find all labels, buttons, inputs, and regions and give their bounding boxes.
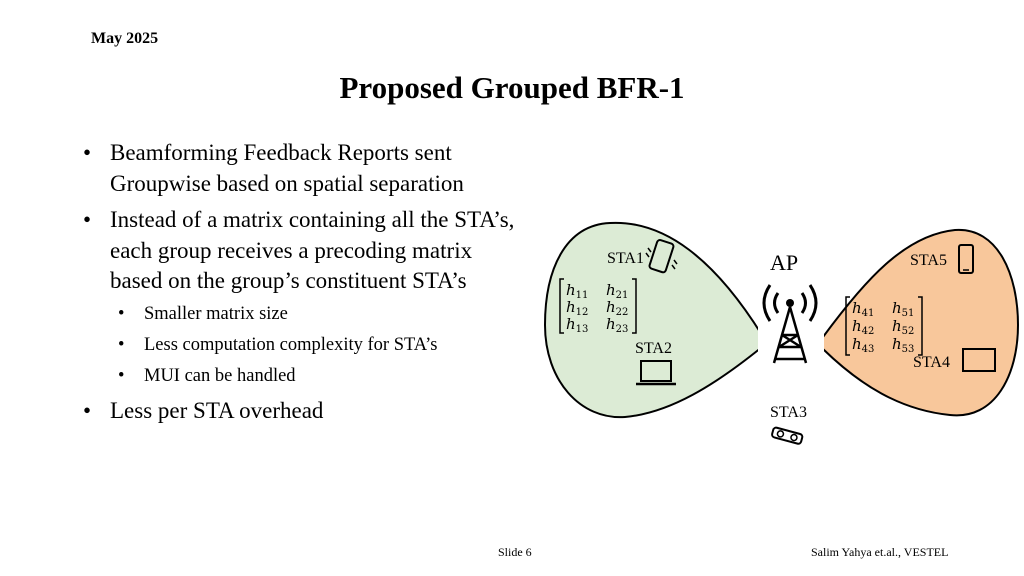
footer-author: Salim Yahya et.al., VESTEL: [811, 545, 949, 559]
matrix-subscript: 42: [862, 326, 875, 337]
matrix-subscript: 41: [862, 308, 875, 319]
slide-title: Proposed Grouped BFR-1: [339, 70, 685, 105]
svg-text:h21: h21: [606, 281, 628, 301]
bullet-list: Beamforming Feedback Reports sent Groupw…: [80, 138, 530, 432]
left-group-lobe: [543, 221, 763, 419]
svg-text:h41: h41: [852, 299, 874, 319]
bullet-text: Instead of a matrix containing all the S…: [110, 207, 515, 293]
vr-glasses-icon: [771, 426, 804, 445]
phone-icon: [958, 244, 974, 274]
sta2-label: STA2: [635, 340, 672, 357]
left-precoding-matrix: h11 h21 h12 h22 h13 h23: [559, 278, 637, 335]
sta3-label: STA3: [770, 404, 807, 421]
beam-group-diagram: STA1 STA2 STA3 STA4 STA5 AP h11: [543, 221, 1020, 445]
svg-text:h43: h43: [852, 335, 874, 355]
svg-text:h13: h13: [566, 315, 588, 335]
svg-text:h53: h53: [892, 335, 914, 355]
sta1-label: STA1: [607, 250, 644, 267]
laptop-icon: [962, 348, 996, 372]
laptop-icon: [636, 360, 676, 386]
header-date: May 2025: [91, 30, 159, 47]
svg-text:h12: h12: [566, 298, 588, 318]
matrix-subscript: 51: [902, 308, 915, 319]
svg-text:h11: h11: [566, 281, 588, 301]
bullet-item: Less per STA overhead: [80, 396, 530, 427]
antenna-tower-icon: [758, 275, 824, 367]
right-precoding-matrix: h41 h51 h42 h52 h43 h53: [845, 296, 923, 356]
matrix-entry: h: [852, 299, 862, 317]
matrix-entry: h: [892, 335, 902, 353]
right-group-lobe: [822, 228, 1020, 417]
matrix-entry: h: [852, 335, 862, 353]
matrix-entry: h: [606, 315, 616, 333]
matrix-subscript: 21: [616, 290, 629, 301]
matrix-subscript: 43: [862, 344, 875, 355]
svg-text:h51: h51: [892, 299, 914, 319]
matrix-entry: h: [892, 299, 902, 317]
svg-text:h52: h52: [892, 317, 914, 337]
matrix-entry: h: [566, 298, 576, 316]
sta5-label: STA5: [910, 252, 947, 269]
matrix-subscript: 12: [576, 307, 589, 318]
svg-text:h23: h23: [606, 315, 628, 335]
matrix-entry: h: [566, 281, 576, 299]
bullet-item: Beamforming Feedback Reports sent Groupw…: [80, 138, 530, 199]
matrix-subscript: 23: [616, 324, 629, 335]
bullet-item: Instead of a matrix containing all the S…: [80, 205, 530, 388]
svg-text:h42: h42: [852, 317, 874, 337]
matrix-entry: h: [606, 298, 616, 316]
sta4-label: STA4: [913, 354, 950, 371]
sub-bullet-item: MUI can be handled: [110, 365, 530, 388]
sub-bullet-item: Smaller matrix size: [110, 303, 530, 326]
ap-label: AP: [770, 250, 798, 275]
matrix-entry: h: [892, 317, 902, 335]
matrix-subscript: 22: [616, 307, 629, 318]
sub-bullet-item: Less computation complexity for STA’s: [110, 334, 530, 357]
matrix-entry: h: [566, 315, 576, 333]
matrix-subscript: 13: [576, 324, 589, 335]
matrix-entry: h: [606, 281, 616, 299]
phone-icon: [645, 239, 678, 274]
matrix-subscript: 52: [902, 326, 915, 337]
matrix-subscript: 11: [576, 290, 589, 301]
matrix-subscript: 53: [902, 344, 915, 355]
matrix-entry: h: [852, 317, 862, 335]
sub-bullet-list: Smaller matrix size Less computation com…: [110, 303, 530, 388]
svg-text:h22: h22: [606, 298, 628, 318]
slide-number: Slide 6: [498, 545, 532, 559]
